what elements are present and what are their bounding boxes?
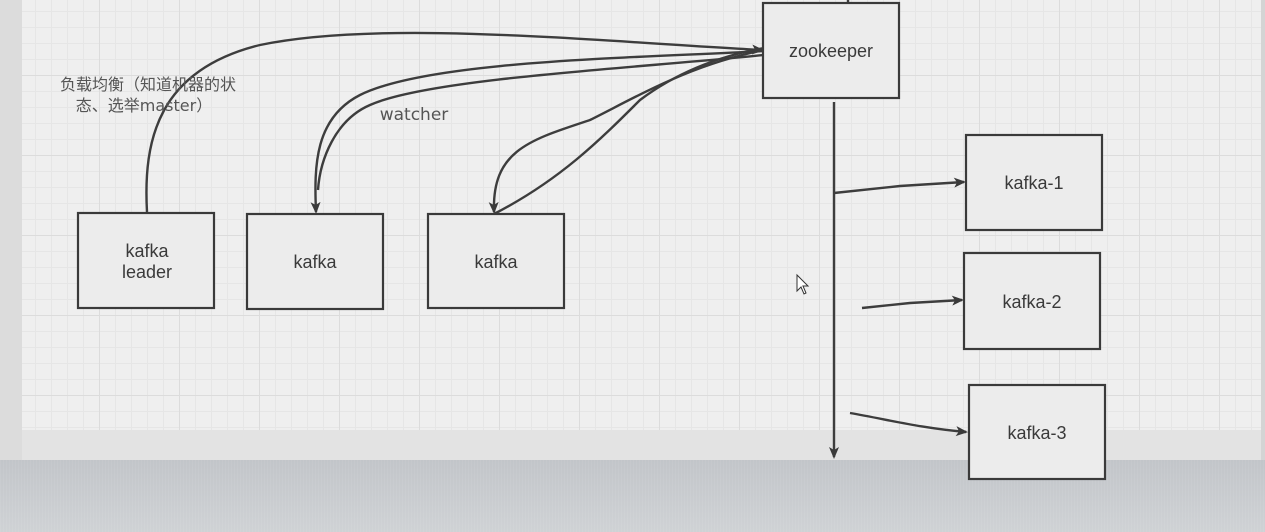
label-load-balance-line1[interactable]: 负载均衡（知道机器的状 [60, 75, 236, 94]
mouse-cursor-icon [796, 273, 810, 295]
label-load-balance-line2[interactable]: 态、选举master） [76, 96, 212, 115]
node-kafka-2[interactable]: kafka-2 [962, 251, 1102, 351]
node-kafka-1-label: kafka-1 [1004, 173, 1063, 193]
node-kafka-right[interactable]: kafka [426, 212, 566, 310]
node-kafka-3[interactable]: kafka-3 [967, 383, 1107, 481]
node-zookeeper[interactable]: zookeeper [761, 1, 901, 100]
node-kafka-1[interactable]: kafka-1 [964, 133, 1104, 232]
node-kafka-right-label: kafka [474, 252, 518, 272]
edge-to-kafka-3-right[interactable] [849, 411, 968, 437]
right-gutter [1261, 0, 1265, 460]
edge-kafka-3-to-zookeeper[interactable] [493, 46, 765, 216]
node-kafka-leader[interactable]: kafka leader [76, 211, 216, 310]
edge-zookeeper-to-kafka-watcher-1[interactable] [310, 49, 765, 214]
node-kafka-3-label: kafka-3 [1007, 423, 1066, 443]
edge-leader-to-zookeeper[interactable] [145, 31, 764, 213]
edge-to-kafka-2[interactable] [861, 295, 964, 310]
left-gutter [0, 0, 22, 460]
node-kafka-2-label: kafka-2 [1002, 292, 1061, 312]
node-kafka-leader-label-line1: kafka [125, 241, 169, 261]
edge-to-kafka-1[interactable] [833, 177, 966, 195]
node-kafka-middle-label: kafka [293, 252, 337, 272]
node-kafka-middle[interactable]: kafka [245, 212, 385, 311]
node-kafka-leader-label-line2: leader [122, 262, 172, 282]
edge-zookeeper-to-kafka-watcher-2[interactable] [316, 53, 765, 191]
label-watcher[interactable]: watcher [380, 105, 449, 125]
node-zookeeper-label: zookeeper [789, 41, 873, 61]
edge-zookeeper-to-kafka-3[interactable] [488, 48, 765, 214]
